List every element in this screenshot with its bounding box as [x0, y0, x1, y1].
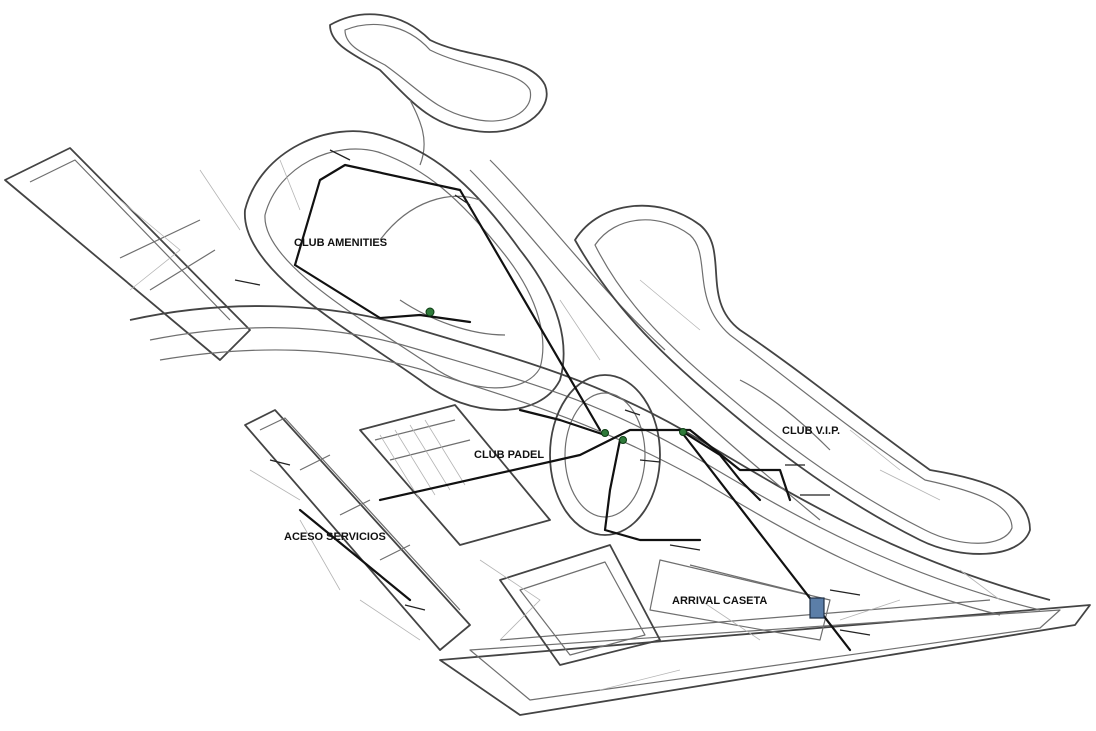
site-outline: [4, 13, 1091, 716]
label-club-amenities: CLUB AMENITIES: [294, 237, 387, 249]
label-aceso-servicios: ACESO SERVICIOS: [284, 531, 386, 543]
annotation-marks: [234, 149, 871, 636]
fixture-green-4: [679, 428, 687, 436]
label-club-vip: CLUB V.I.P.: [782, 425, 840, 437]
label-club-padel: CLUB PADEL: [474, 449, 544, 461]
service-lines: [269, 163, 852, 652]
fixture-blue-cabinet: [809, 597, 825, 619]
fixture-green-3: [619, 436, 627, 444]
zone-labels: CLUB AMENITIES CLUB PADEL CLUB V.I.P. AC…: [284, 237, 840, 607]
label-arrival-caseta: ARRIVAL CASETA: [672, 595, 767, 607]
fixtures: [425, 307, 825, 619]
fixture-green-1: [425, 307, 435, 317]
fixture-green-2: [601, 429, 609, 437]
